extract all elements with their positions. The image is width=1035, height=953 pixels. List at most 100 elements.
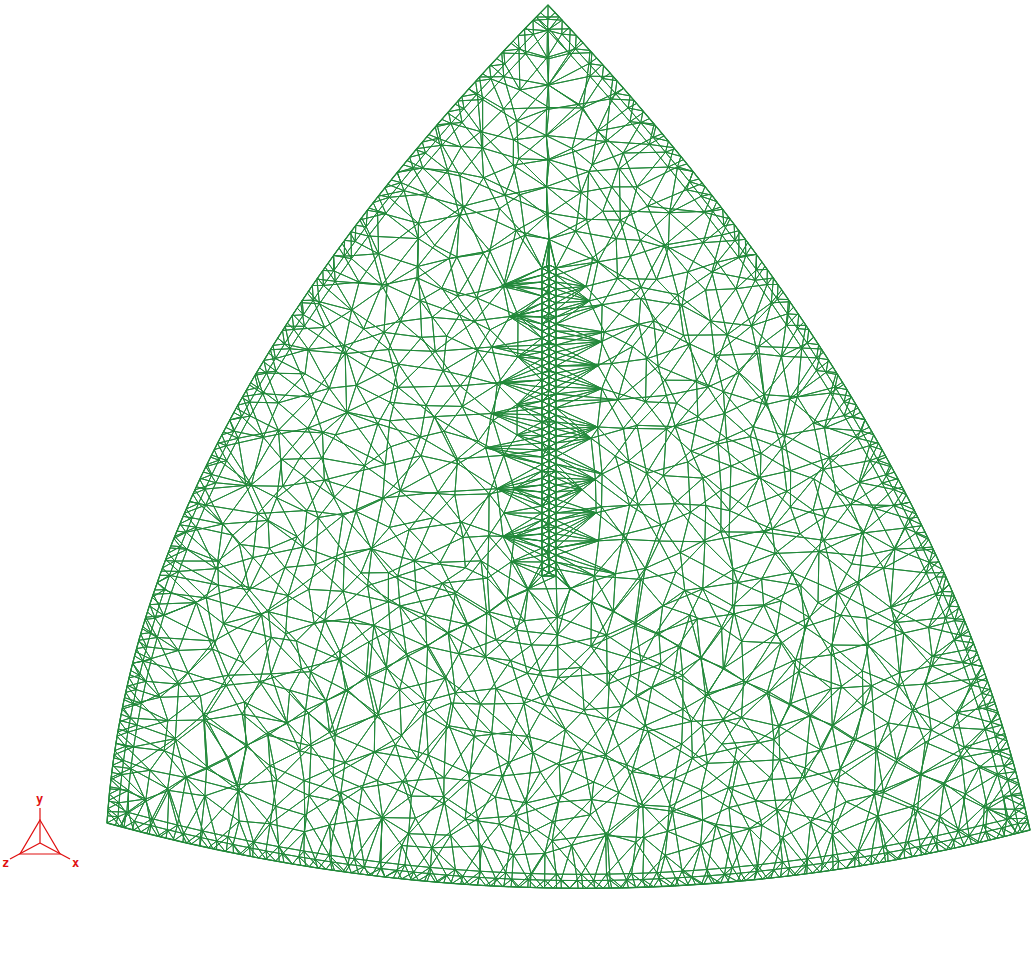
mesh-element (676, 542, 705, 589)
mesh-element (329, 385, 356, 412)
mesh-element (818, 583, 858, 615)
mesh-element (799, 671, 842, 716)
mesh-element (160, 590, 197, 604)
mesh-element (552, 815, 590, 846)
mesh-element (451, 703, 480, 736)
mesh-element (663, 476, 702, 504)
mesh-element (196, 603, 223, 649)
mesh-element (701, 790, 729, 820)
mesh-element (374, 715, 401, 752)
mesh-element (457, 215, 490, 257)
mesh-element (361, 549, 388, 573)
mesh-element (631, 211, 670, 240)
mesh-element (308, 701, 335, 736)
mesh-element (542, 510, 549, 517)
mesh-element (575, 49, 589, 64)
mesh-element (783, 837, 806, 867)
mesh-element (888, 686, 931, 730)
mesh-element (987, 780, 1011, 809)
mesh-element (316, 518, 345, 565)
mesh-element (767, 269, 773, 284)
mesh-element (341, 788, 362, 821)
mesh-element (458, 448, 497, 489)
mesh-element (777, 299, 788, 314)
mesh-element (779, 705, 810, 726)
mesh-element (520, 195, 547, 235)
mesh-element (599, 507, 626, 541)
mesh-element (119, 799, 146, 813)
mesh-element (108, 803, 119, 817)
mesh-element (420, 431, 457, 459)
mesh-element (269, 537, 297, 568)
mesh-lines (107, 5, 1030, 888)
mesh-element (556, 366, 598, 387)
mesh-element (212, 624, 244, 663)
mesh-element (591, 438, 615, 479)
mesh-element (629, 429, 667, 476)
mesh-element (556, 400, 618, 439)
mesh-element (339, 240, 345, 256)
mesh-element (469, 736, 508, 780)
mesh-element (384, 332, 422, 364)
mesh-element (322, 435, 365, 466)
mesh-element (435, 215, 460, 257)
mesh-element (540, 667, 581, 694)
mesh-element (445, 654, 480, 704)
mesh-element (556, 366, 618, 400)
mesh-element (371, 527, 414, 560)
mesh-element (492, 414, 542, 429)
mesh-element (542, 450, 549, 457)
mesh-element (556, 506, 596, 513)
mesh-element (584, 684, 621, 709)
mesh-element (251, 437, 281, 485)
mesh-element (542, 464, 549, 471)
mesh-element (525, 590, 558, 621)
mesh-element (832, 615, 869, 645)
mesh-element (318, 511, 356, 552)
mesh-element (810, 686, 842, 725)
mesh-element (595, 480, 629, 513)
mesh-element (442, 583, 489, 624)
mesh-element (766, 399, 790, 435)
mesh-element (533, 13, 548, 21)
mesh-element (334, 255, 345, 270)
mesh-element (432, 819, 482, 848)
mesh-element (549, 345, 556, 352)
mesh-element (682, 305, 711, 344)
mesh-element (389, 518, 432, 561)
mesh-element (830, 457, 859, 492)
mesh-element (717, 240, 746, 262)
mesh-element (703, 570, 733, 606)
mesh-element (507, 590, 528, 621)
mesh-element (597, 108, 640, 131)
mesh-element (344, 240, 355, 256)
mesh-element (556, 464, 595, 480)
mesh-element (512, 855, 528, 880)
mesh-element (547, 49, 575, 85)
mesh-element (268, 612, 296, 641)
mesh-element (512, 703, 533, 752)
mesh-element (426, 406, 462, 432)
mesh-element (780, 760, 805, 800)
mesh-element (746, 254, 757, 269)
mesh-element (757, 354, 781, 405)
mesh-element (518, 357, 542, 380)
mesh-element (623, 123, 653, 153)
mesh-element (858, 583, 890, 618)
mesh-element (356, 466, 400, 512)
mesh-element (296, 623, 339, 659)
mesh-element (366, 210, 377, 227)
mesh-element (302, 300, 313, 315)
mesh-element (282, 458, 322, 476)
mesh-element (542, 447, 549, 450)
mesh-element (329, 821, 357, 865)
mesh-element (595, 456, 629, 505)
mesh-element (729, 537, 775, 570)
mesh-element (556, 305, 602, 317)
mesh-element (268, 722, 311, 746)
mesh-element (553, 880, 561, 888)
mesh-element (460, 298, 490, 330)
mesh-element (170, 575, 219, 602)
mesh-element (492, 414, 542, 436)
mesh-element (109, 787, 120, 794)
